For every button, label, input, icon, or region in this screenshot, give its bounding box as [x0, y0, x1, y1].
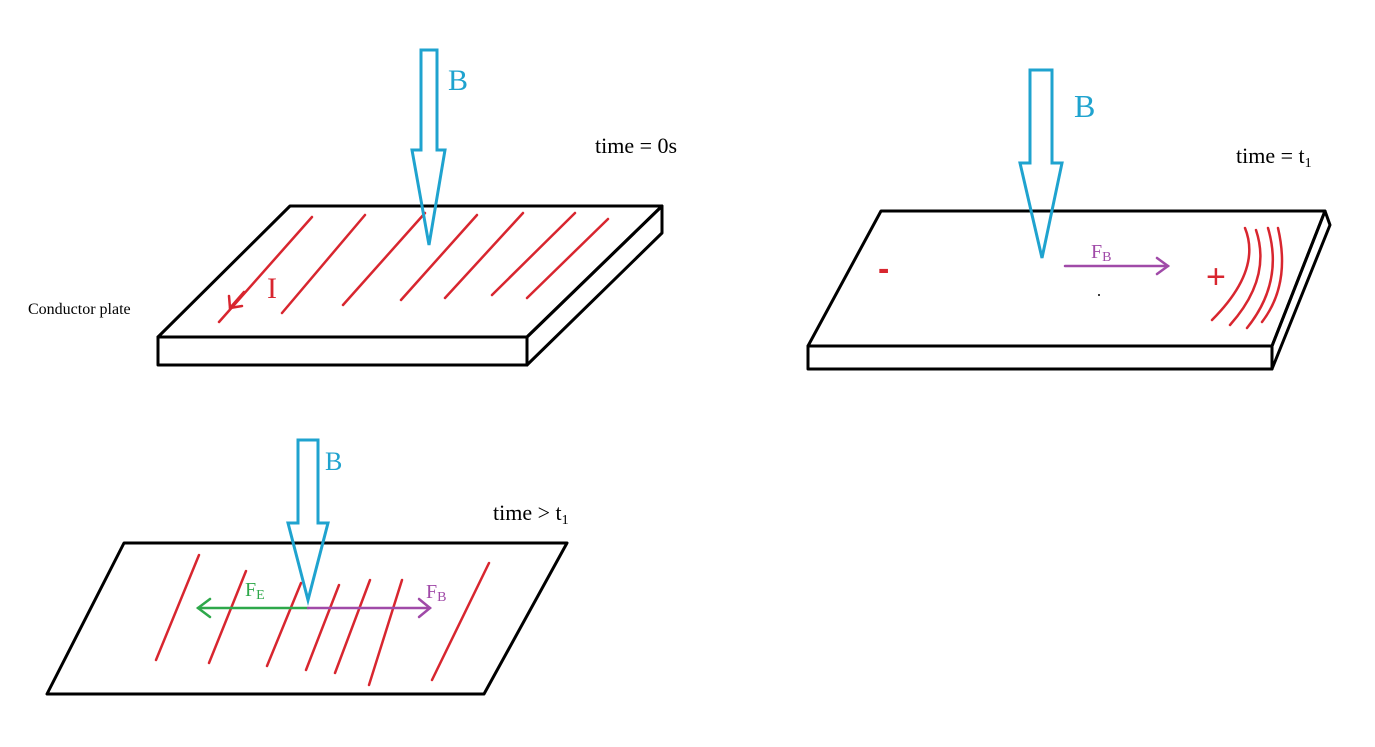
current-line — [265, 581, 303, 668]
plate-side-face — [1270, 209, 1332, 371]
current-line — [333, 578, 372, 675]
current-lines-3 — [154, 553, 491, 687]
panel-time-zero: I B time = 0s Conductor plate — [28, 48, 677, 367]
current-direction-arrow — [227, 290, 246, 310]
conductor-plate-2 — [806, 209, 1332, 371]
field-label: B — [1074, 88, 1095, 124]
negative-charge-sign: - — [878, 250, 889, 288]
plate-label: Conductor plate — [28, 301, 131, 318]
electric-force-arrow — [195, 597, 310, 619]
current-line — [154, 553, 201, 662]
current-line — [304, 583, 341, 672]
magnetic-force-label: FB — [1091, 241, 1111, 265]
current-label: I — [267, 272, 277, 305]
current-line — [525, 217, 610, 300]
electric-force-label: FE — [245, 579, 265, 603]
magnetic-field-arrow — [286, 438, 330, 606]
magnetic-force-label: FB — [426, 581, 446, 605]
panel-time-after-t1: B FE FB time > t1 — [45, 438, 569, 696]
current-line — [341, 211, 427, 307]
positive-charge-sign: + — [1206, 258, 1226, 296]
current-line — [430, 561, 491, 682]
plate-dot — [1098, 294, 1100, 296]
field-label: B — [448, 64, 468, 97]
time-label: time = t1 — [1236, 143, 1312, 171]
field-label: B — [325, 447, 342, 476]
plate-side-face — [525, 204, 664, 367]
magnetic-field-arrow — [410, 48, 447, 246]
plate-top-face — [156, 204, 664, 339]
positive-charge-buildup — [1210, 226, 1284, 330]
panel-time-t1: - + B FB time = t1 — [806, 68, 1332, 371]
current-line — [280, 213, 367, 315]
plate-front-face — [156, 335, 529, 367]
current-lines-1 — [217, 211, 610, 324]
plate-front-face — [806, 344, 1274, 371]
conductor-plate-3 — [45, 541, 569, 696]
time-label: time = 0s — [595, 133, 677, 158]
magnetic-force-arrow — [1063, 256, 1171, 276]
time-label: time > t1 — [493, 500, 569, 528]
current-line — [207, 569, 248, 665]
magnetic-force-arrow — [306, 597, 432, 619]
conductor-plate-1 — [156, 204, 664, 367]
current-line — [399, 213, 479, 302]
magnetic-field-arrow — [1018, 68, 1064, 259]
current-line — [443, 211, 525, 300]
current-line — [367, 578, 404, 687]
current-line — [490, 211, 577, 297]
